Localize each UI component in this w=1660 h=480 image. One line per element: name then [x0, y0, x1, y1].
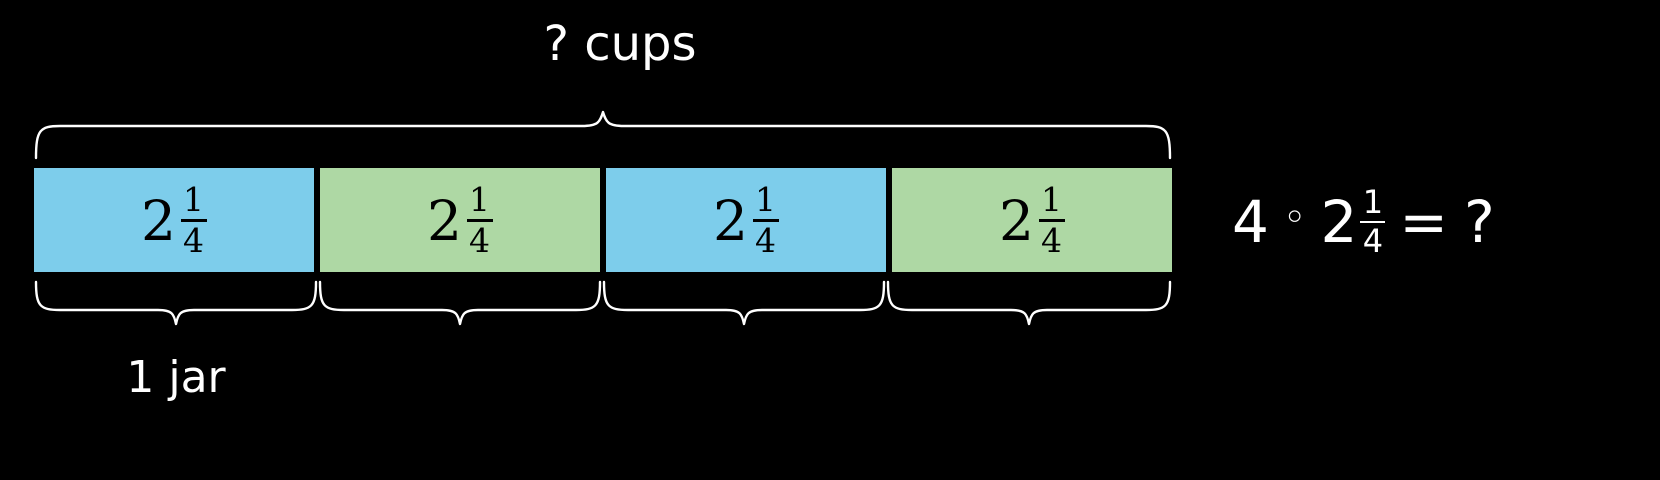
- equation-result-placeholder: ?: [1464, 188, 1495, 256]
- bottom-brace-cell-1: [34, 282, 318, 326]
- fraction-denominator: 4: [469, 220, 490, 260]
- mixed-number-fraction: 1 4: [752, 183, 779, 257]
- equation-whole: 2: [1320, 188, 1358, 256]
- mixed-number-whole: 2: [141, 188, 176, 253]
- mixed-number-whole: 2: [427, 188, 462, 253]
- mixed-number-fraction: 1 4: [180, 183, 207, 257]
- bottom-brace-cell-2: [318, 282, 602, 326]
- tape-cell: 2 1 4: [34, 168, 320, 272]
- top-brace: [34, 110, 1172, 158]
- equation-fraction-bar: [1360, 220, 1386, 224]
- mixed-number-value: 2 1 4: [141, 183, 207, 257]
- equation-factor: 4: [1232, 188, 1269, 256]
- multiplication-dot-icon: ◦: [1282, 195, 1307, 241]
- fraction-numerator: 1: [469, 179, 490, 219]
- mixed-number-value: 2 1 4: [713, 183, 779, 257]
- mixed-number-whole: 2: [713, 188, 748, 253]
- equation-fraction-numerator: 1: [1362, 183, 1384, 222]
- fraction-bar: [466, 218, 493, 222]
- equation-fraction: 1 4: [1360, 183, 1386, 261]
- mixed-number-fraction: 1 4: [1038, 183, 1065, 257]
- fraction-bar: [1038, 218, 1065, 222]
- equals-sign: =: [1399, 188, 1449, 256]
- mixed-number-fraction: 1 4: [466, 183, 493, 257]
- mixed-number-whole: 2: [999, 188, 1034, 253]
- fraction-bar: [180, 218, 207, 222]
- bottom-brace-cell-3: [602, 282, 886, 326]
- mixed-number-value: 2 1 4: [427, 183, 493, 257]
- fraction-denominator: 4: [1041, 220, 1062, 260]
- tape-cell: 2 1 4: [606, 168, 892, 272]
- fraction-bar: [752, 218, 779, 222]
- tape-bar: 2 1 4 2 1 4 2 1: [34, 168, 1172, 272]
- equation-expression: 4 ◦ 2 1 4 = ?: [1230, 176, 1497, 268]
- fraction-denominator: 4: [755, 220, 776, 260]
- fraction-denominator: 4: [183, 220, 204, 260]
- fraction-numerator: 1: [1041, 179, 1062, 219]
- bottom-brace-label: 1 jar: [126, 352, 226, 403]
- fraction-numerator: 1: [183, 179, 204, 219]
- equation-fraction-denominator: 4: [1362, 222, 1384, 261]
- tape-cell: 2 1 4: [892, 168, 1172, 272]
- equation-mixed-number: 2 1 4: [1321, 186, 1386, 258]
- mixed-number-value: 2 1 4: [999, 183, 1065, 257]
- top-brace-label: ? cups: [543, 16, 697, 72]
- fraction-numerator: 1: [755, 179, 776, 219]
- bottom-brace-cell-4: [886, 282, 1172, 326]
- tape-cell: 2 1 4: [320, 168, 606, 272]
